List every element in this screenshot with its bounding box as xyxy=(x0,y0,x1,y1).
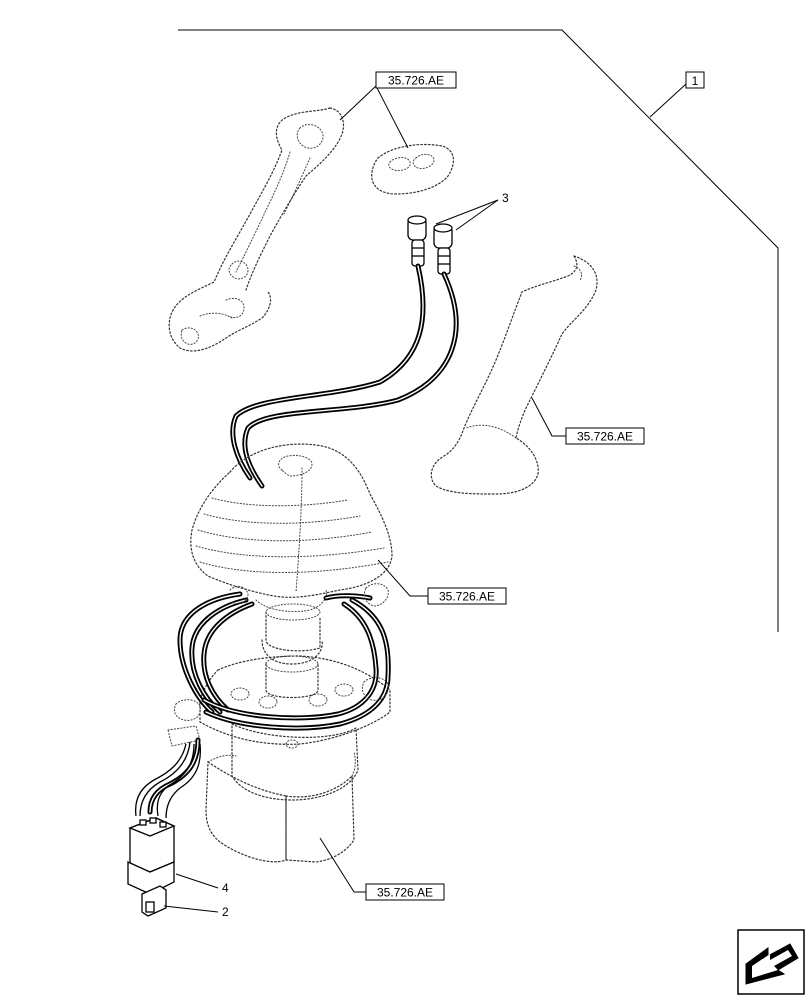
callout-4: 4 xyxy=(222,881,229,895)
valve-stack xyxy=(199,603,391,749)
reference-label-grip-parts: 35.726.AE xyxy=(388,74,444,88)
cable-clips xyxy=(167,583,389,747)
next-page-arrow-icon[interactable] xyxy=(737,929,805,995)
callout-3: 3 xyxy=(502,191,509,205)
lower-cable-loops xyxy=(177,591,391,731)
grip-half-right xyxy=(430,254,598,495)
reference-handle-cover: 35.726.AE xyxy=(531,397,645,445)
grip-cover-plate xyxy=(371,143,454,195)
assembly-frame-bracket: 1 xyxy=(178,29,779,632)
reference-boot: 35.726.AE xyxy=(377,559,507,605)
callout-3-group: 3 xyxy=(435,191,509,231)
reference-label-handle-cover: 35.726.AE xyxy=(577,430,633,444)
connector-plugs xyxy=(407,215,453,275)
callout-2-group: 2 xyxy=(163,905,229,919)
joystick-boot xyxy=(190,443,393,613)
reference-label-valve-body: 35.726.AE xyxy=(377,886,433,900)
reference-valve-body: 35.726.AE xyxy=(319,837,445,901)
valve-body xyxy=(205,723,359,863)
harness-connector xyxy=(127,817,176,917)
reference-label-boot: 35.726.AE xyxy=(439,590,495,604)
reference-grip-parts: 35.726.AE xyxy=(339,71,457,149)
callout-2: 2 xyxy=(222,905,229,919)
grip-half-left xyxy=(168,107,345,352)
callout-4-group: 4 xyxy=(175,873,229,895)
upper-cable-harness xyxy=(230,263,459,489)
callout-1: 1 xyxy=(692,74,699,88)
wire-pigtail xyxy=(134,737,202,819)
